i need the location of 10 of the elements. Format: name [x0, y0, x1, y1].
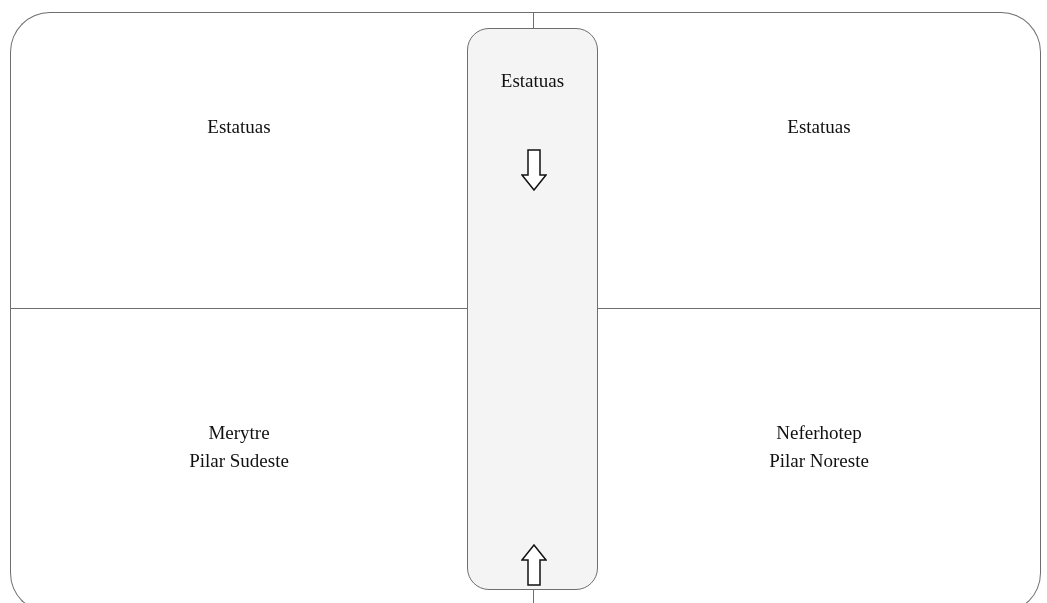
- corridor-band: [467, 28, 598, 590]
- room-label: Pilar Sudeste: [189, 449, 289, 473]
- room-label: Pilar Noreste: [769, 449, 869, 473]
- room-label: Estatuas: [500, 69, 565, 93]
- room-area: [10, 12, 467, 309]
- room-label: Neferhotep: [776, 421, 862, 445]
- room-area: [598, 12, 1041, 309]
- room-label: Estatuas: [207, 115, 271, 139]
- room-label: Estatuas: [787, 115, 851, 139]
- room-label: Merytre: [208, 421, 270, 445]
